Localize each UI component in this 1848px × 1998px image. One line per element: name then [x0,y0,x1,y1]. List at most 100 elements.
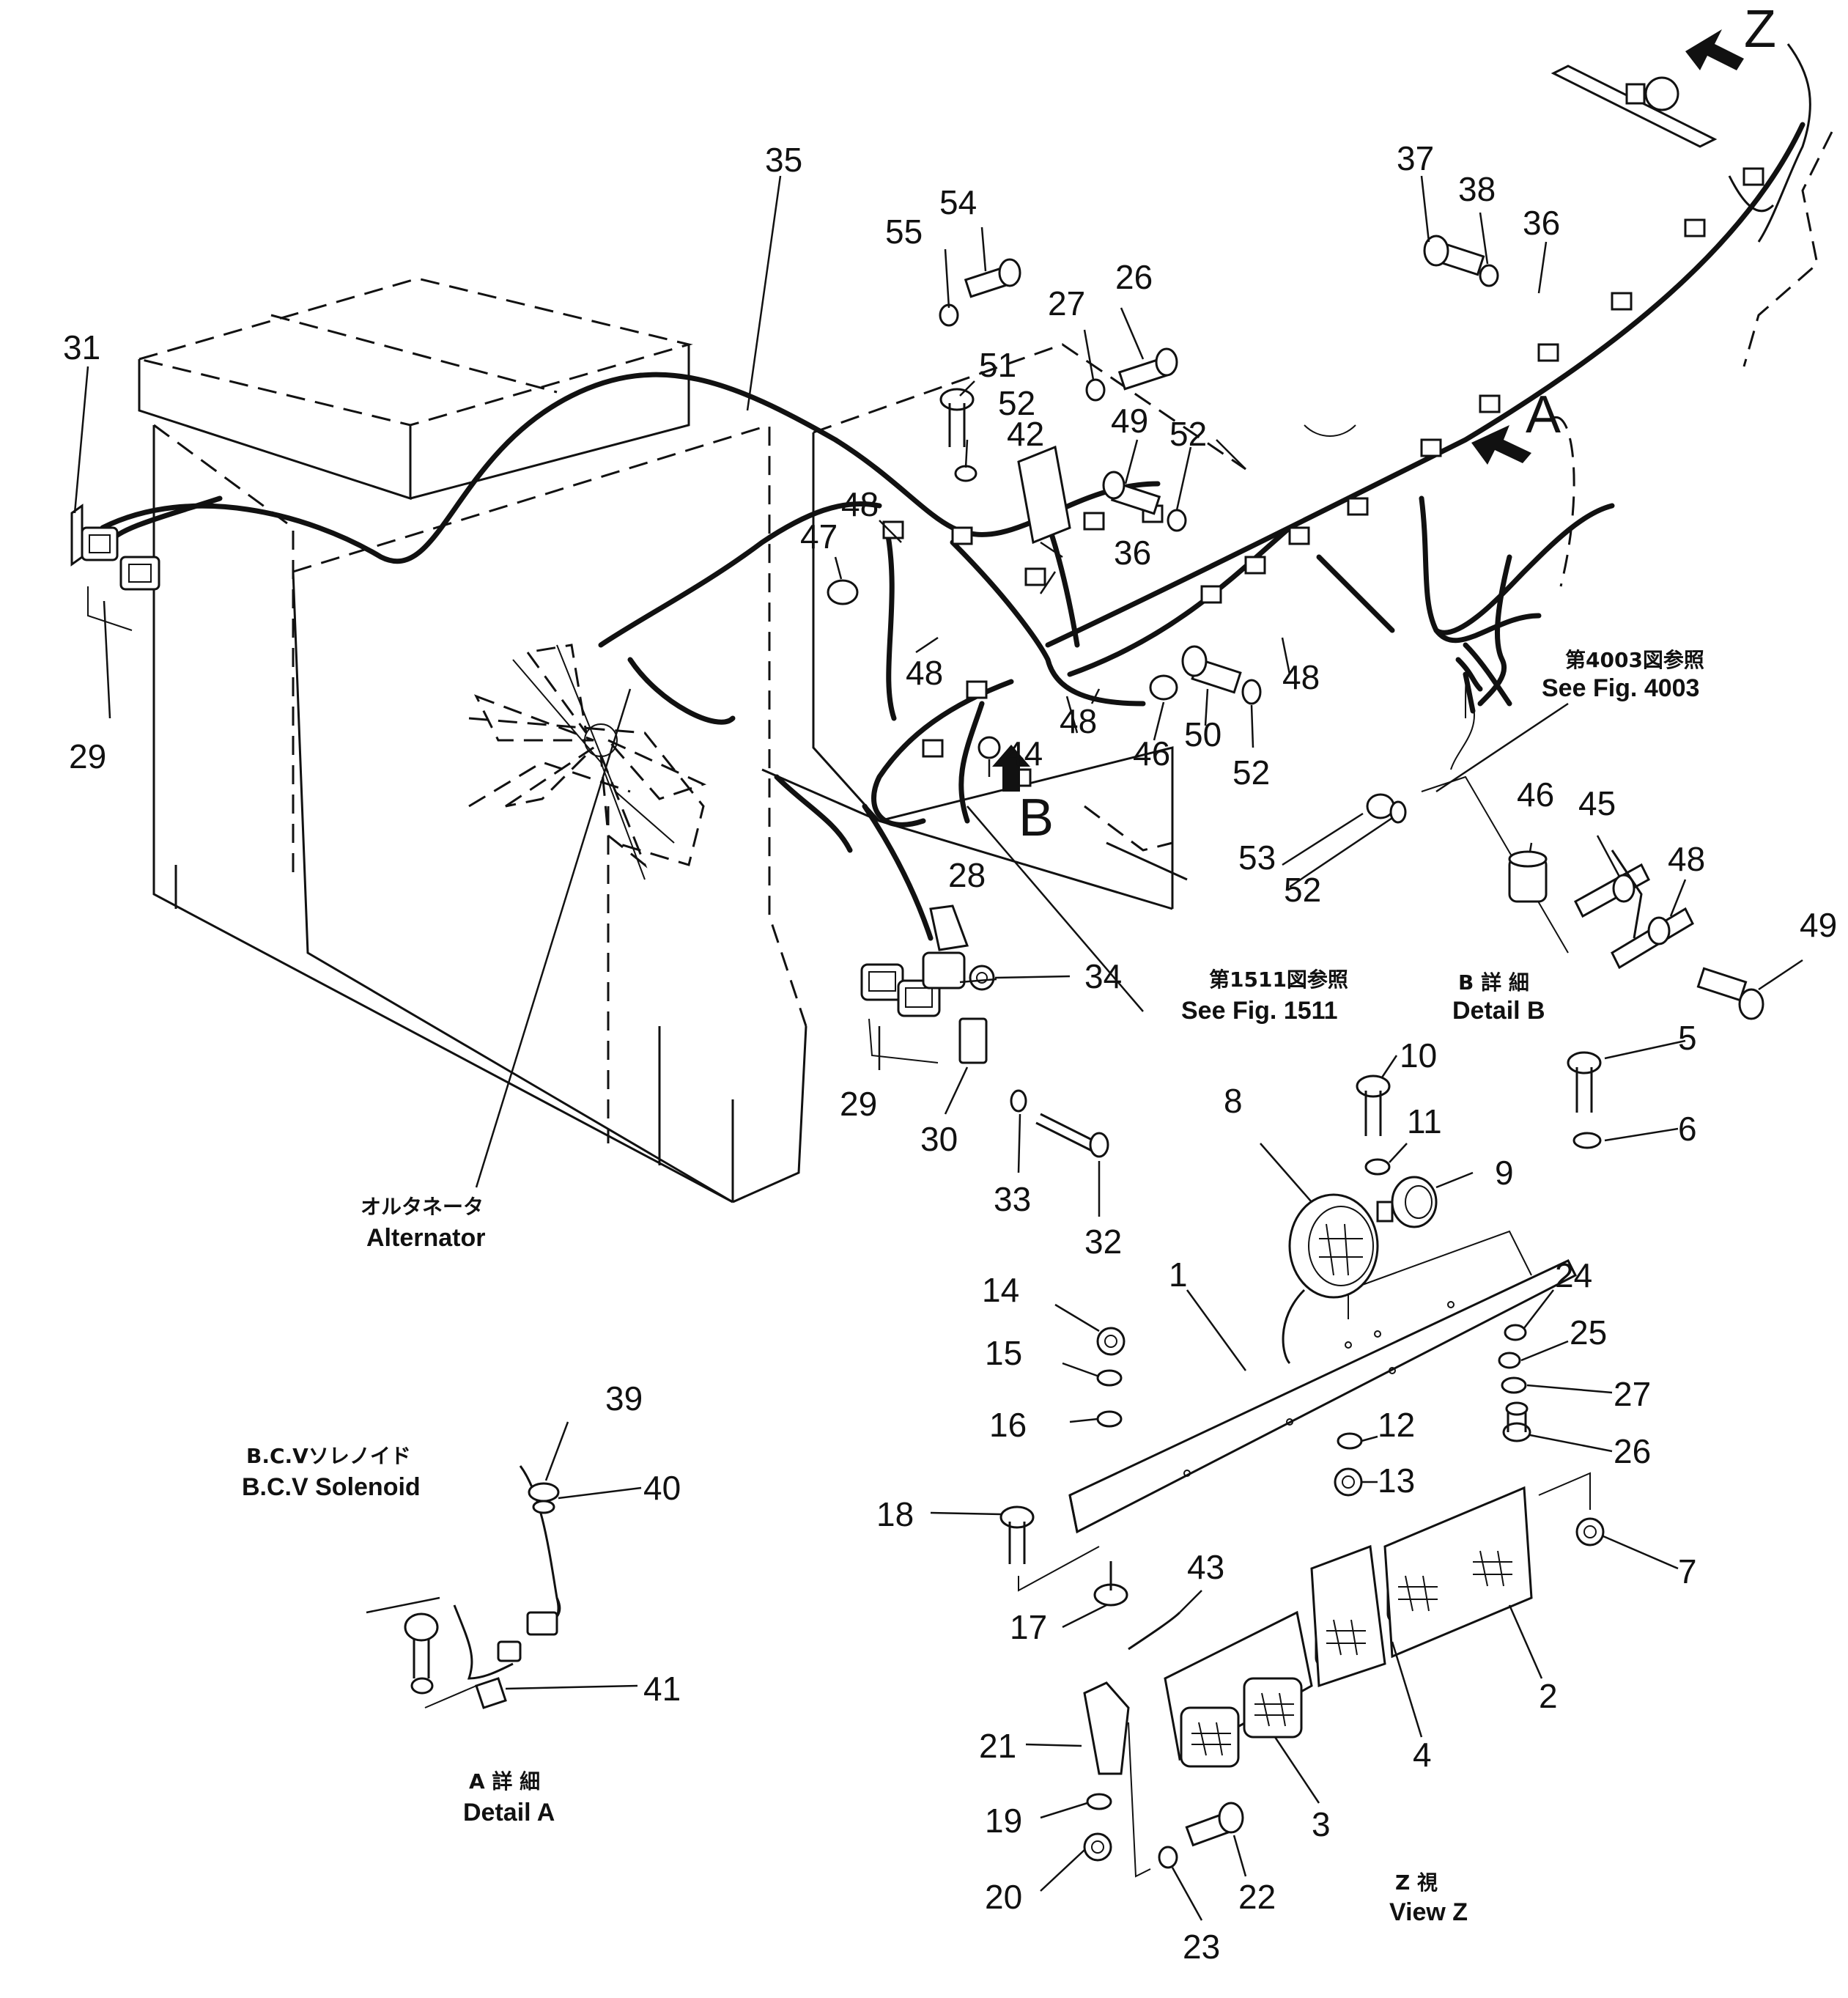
label-27b: 27 [1048,284,1085,322]
label-52b: 52 [1169,415,1207,453]
label-33: 33 [994,1180,1031,1218]
detail-a-en: Detail A [463,1799,555,1826]
leader-lines [73,175,1803,1921]
detail-a [404,1465,561,1709]
label-48b: 48 [906,654,943,692]
part-number-labels: 1 2 3 4 5 6 7 8 9 10 11 12 13 14 15 16 1… [63,139,1837,1966]
label-49a: 49 [1111,402,1148,440]
label-10: 10 [1400,1036,1437,1074]
view-arrows [992,29,1744,792]
harness-clamps [882,167,1764,787]
label-6: 6 [1678,1110,1697,1148]
label-26: 26 [1614,1432,1651,1470]
label-30: 30 [920,1120,958,1158]
label-19: 19 [985,1802,1022,1840]
view-z-assembly [999,1051,1605,1651]
label-14: 14 [982,1271,1019,1309]
label-2: 2 [1539,1677,1558,1715]
label-29b: 29 [840,1085,877,1123]
label-53: 53 [1238,838,1276,877]
label-25: 25 [1570,1313,1607,1352]
label-52a: 52 [998,384,1035,422]
view-z-jp: Z 視 [1395,1870,1438,1895]
label-23: 23 [1183,1928,1220,1966]
label-47: 47 [800,517,838,556]
alternator-jp: オルタネータ [361,1195,484,1219]
detail-a-jp: A 詳 細 [469,1769,540,1794]
label-17: 17 [1010,1608,1047,1646]
detail-b-jp: B 詳 細 [1458,970,1529,995]
see-fig-1511-en: See Fig. 1511 [1181,997,1338,1025]
label-5: 5 [1678,1019,1697,1057]
diagram-notes: 第4003図参照 See Fig. 4003 第1511図参照 See Fig.… [242,648,1704,1926]
bcv-solenoid-jp: B.C.Vソレノイド [246,1444,411,1468]
label-29a: 29 [69,737,106,775]
center-work-lamps [860,904,995,1064]
see-fig-4003-en: See Fig. 4003 [1542,674,1699,702]
view-letter-z: Z [1744,0,1776,59]
label-22: 22 [1238,1878,1276,1916]
label-52c: 52 [1232,753,1270,792]
label-7: 7 [1678,1552,1697,1590]
label-48d: 48 [1282,658,1320,696]
label-48e: 48 [1668,840,1705,878]
label-11: 11 [1407,1102,1442,1140]
label-13: 13 [1378,1461,1415,1500]
arrow-z [1685,29,1744,70]
alternator-en: Alternator [366,1224,485,1252]
label-27: 27 [1614,1375,1651,1413]
upper-right-bracket [1551,43,1833,587]
label-16: 16 [989,1406,1027,1444]
label-15: 15 [985,1334,1022,1372]
label-36a: 36 [1523,204,1560,242]
view-letter-b: B [1019,789,1054,847]
label-46b: 46 [1133,734,1170,773]
see-fig-1511-jp: 第1511図参照 [1209,967,1348,992]
arrow-b [992,745,1030,792]
label-18: 18 [876,1495,914,1533]
label-44: 44 [1005,734,1043,773]
label-28: 28 [948,856,986,894]
label-34: 34 [1084,957,1122,995]
label-31: 31 [63,328,100,366]
label-37: 37 [1397,139,1434,177]
small-hardware [827,235,1499,759]
label-9: 9 [1495,1154,1514,1192]
label-40: 40 [643,1469,681,1507]
label-49b: 49 [1800,906,1837,944]
view-letters: Z A B [1019,0,1776,847]
label-51: 51 [979,346,1016,384]
detail-b-en: Detail B [1452,997,1545,1025]
label-45: 45 [1578,784,1616,822]
label-36b: 36 [1114,534,1151,572]
label-3: 3 [1312,1805,1331,1843]
label-26b: 26 [1115,258,1153,296]
engine-frame-outline [135,277,1246,1203]
label-50: 50 [1184,715,1221,753]
detail-b [1366,775,1764,1020]
bcv-solenoid-en: B.C.V Solenoid [242,1473,421,1501]
label-48a: 48 [841,485,879,523]
label-20: 20 [985,1878,1022,1916]
label-55: 55 [885,213,923,251]
label-43: 43 [1187,1548,1224,1586]
label-4: 4 [1413,1736,1432,1774]
label-48c: 48 [1060,702,1097,740]
bolt-32-washer-33 [1010,1089,1109,1158]
label-41: 41 [643,1670,681,1708]
see-fig-4003-jp: 第4003図参照 [1565,648,1704,672]
lamp-housings [1164,1486,1533,1768]
label-35: 35 [765,141,802,179]
view-z-lower-hardware [1083,1681,1244,1878]
label-32: 32 [1084,1223,1122,1261]
view-z-en: View Z [1389,1898,1468,1926]
label-46a: 46 [1517,775,1554,814]
left-work-lamps [70,504,160,631]
label-54: 54 [939,183,977,221]
label-42: 42 [1007,415,1044,453]
arrow-a [1471,425,1531,465]
label-39: 39 [605,1379,643,1418]
label-21: 21 [979,1727,1016,1765]
label-12: 12 [1378,1406,1415,1444]
